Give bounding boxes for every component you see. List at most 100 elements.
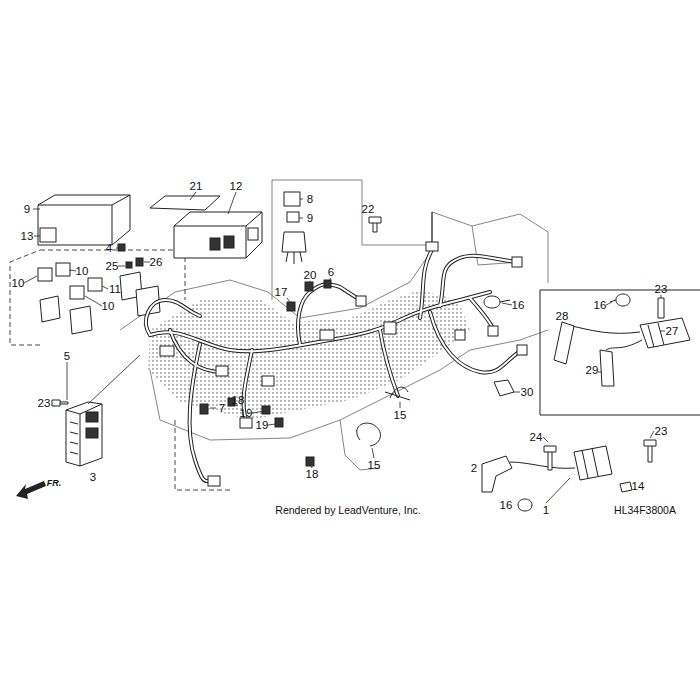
leader-line [502, 302, 612, 392]
callout-number: 26 [149, 256, 164, 269]
callout-number: 15 [367, 459, 382, 472]
clip [305, 282, 313, 291]
callout-number: 24 [529, 431, 544, 444]
connector [512, 257, 522, 267]
leader-line [562, 295, 665, 372]
callout-number: 15 [393, 409, 408, 422]
callout-number: 2 [470, 462, 478, 475]
harness-branch [440, 256, 515, 306]
frame-line [272, 180, 430, 300]
clamp [494, 380, 514, 396]
ignition-lead [606, 340, 642, 350]
wire-harness [146, 250, 522, 482]
harness-branch [146, 300, 200, 335]
connector [356, 296, 366, 306]
callout-number: 28 [555, 310, 570, 323]
connector [488, 326, 498, 336]
cable-band [385, 387, 410, 400]
connector [208, 476, 220, 486]
leader-line [88, 355, 140, 404]
group-boundary [10, 250, 40, 345]
callout-number: 25 [105, 260, 120, 273]
drawing-code: HL34F3800A [613, 505, 677, 517]
connector [216, 366, 228, 376]
ignition-lead [510, 462, 575, 468]
harness-branch [380, 330, 398, 396]
connector-socket [210, 238, 220, 250]
callout-number: 10 [75, 265, 90, 278]
harness-branch [440, 256, 515, 306]
clip [136, 258, 143, 266]
relay [56, 263, 70, 276]
callout-number: 9 [306, 212, 314, 225]
callout-number: 8 [306, 193, 314, 206]
connector-socket [86, 428, 98, 438]
cover-latch [40, 228, 56, 242]
plug-cap [554, 322, 574, 364]
connector [240, 418, 252, 428]
coil-ribs [648, 323, 664, 347]
callout-number: 11 [108, 283, 122, 296]
callout-number: 1 [542, 504, 550, 517]
harness-branch [430, 312, 522, 373]
callout-number: 6 [327, 266, 335, 279]
relay-connector [40, 296, 60, 322]
connector [262, 376, 274, 386]
callout-number: 16 [511, 299, 526, 312]
ignition-coil [574, 446, 612, 480]
callout-number: 13 [20, 230, 35, 243]
connector [455, 330, 465, 340]
front-arrow [16, 481, 46, 499]
group-boundary [40, 250, 185, 300]
bolt [52, 400, 68, 406]
fuse-box-cover [38, 195, 130, 245]
leader-line [67, 362, 68, 400]
ignition-coil [640, 318, 690, 348]
callout-number: 14 [631, 480, 646, 493]
callout-number: 22 [361, 203, 376, 216]
callout-number: 4 [105, 242, 113, 255]
callout-number: 17 [274, 286, 289, 299]
ignition-lead [572, 326, 640, 333]
harness-trunk [150, 292, 490, 351]
callout-number: 19 [239, 407, 254, 420]
harness-branch [298, 284, 360, 345]
callout-number: 23 [654, 283, 669, 296]
hose-clamp [484, 296, 510, 308]
callout-number: 3 [89, 471, 97, 484]
cooling-fins [70, 422, 78, 454]
relay [38, 268, 52, 281]
clip [287, 302, 295, 311]
relay [70, 286, 84, 299]
regulator-edge [66, 404, 102, 466]
connector-socket [248, 228, 258, 240]
callout-number: 16 [499, 499, 514, 512]
clip [126, 262, 132, 268]
relay-wires [286, 252, 302, 264]
bolt [369, 217, 381, 232]
harness-branch [420, 250, 432, 318]
connector [426, 242, 438, 251]
callout-number: 12 [229, 180, 244, 193]
callout-number: 30 [520, 386, 535, 399]
callout-number: 5 [63, 350, 71, 363]
relay [88, 278, 102, 291]
harness-connectors [160, 242, 527, 486]
clip [306, 457, 314, 466]
harness-branch [170, 330, 222, 372]
plug-cap [482, 456, 512, 492]
callout-number: 10 [11, 277, 26, 290]
callout-number: 20 [303, 269, 318, 282]
callout-number: 23 [37, 397, 52, 410]
leader-line [287, 278, 331, 468]
cable-band [357, 423, 381, 446]
harness-branch [380, 330, 398, 396]
connector [200, 404, 208, 414]
leader-line [190, 192, 236, 214]
connector [384, 322, 396, 334]
frame-line [300, 212, 432, 318]
leader-line [24, 248, 150, 283]
bolt [544, 446, 556, 470]
callout-number: 29 [585, 364, 600, 377]
